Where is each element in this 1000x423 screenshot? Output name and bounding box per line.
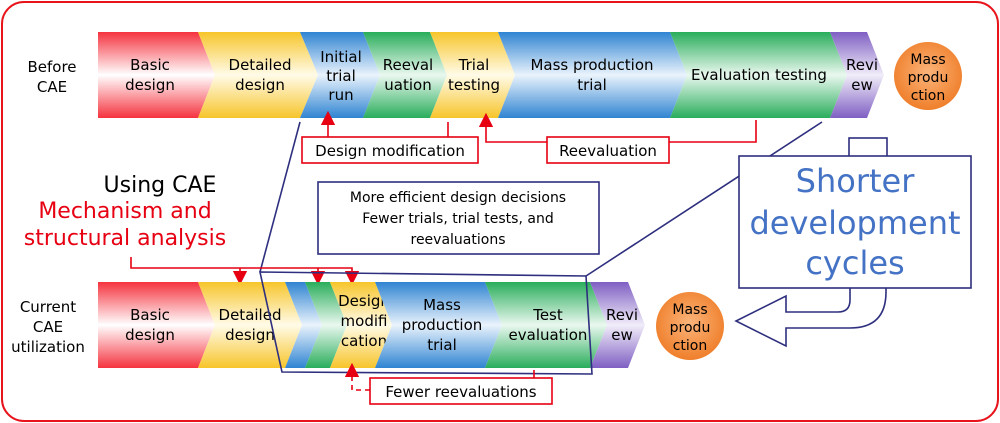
current-row-label: Current CAE utilization — [11, 298, 85, 356]
current-stage-design-modification: Design modifi cation — [330, 282, 392, 368]
svg-text:reevaluations: reevaluations — [411, 232, 506, 248]
svg-text:design: design — [225, 326, 275, 344]
svg-text:Mass production: Mass production — [530, 56, 653, 74]
svg-text:Evaluation testing: Evaluation testing — [691, 66, 827, 84]
before-stage-mass-production-trial: Mass production trial — [498, 32, 687, 118]
before-row-label: Before CAE — [27, 58, 76, 96]
svg-text:Design: Design — [338, 292, 390, 310]
svg-text:Reeval: Reeval — [383, 56, 433, 74]
svg-text:Revi: Revi — [846, 56, 878, 74]
svg-text:Mass: Mass — [423, 296, 461, 314]
analysis-line-1: Mechanism and — [38, 199, 211, 224]
svg-text:Design modification: Design modification — [315, 142, 465, 160]
funnel-lines — [259, 121, 823, 277]
svg-text:More efficient design decision: More efficient design decisions — [350, 190, 566, 206]
svg-text:Reevaluation: Reevaluation — [559, 142, 657, 160]
svg-text:ction: ction — [911, 88, 946, 104]
before-label-line-1: Before — [27, 58, 76, 76]
before-stage-basic-design: Basic design — [98, 32, 215, 118]
svg-text:CAE: CAE — [33, 318, 63, 336]
svg-text:Revi: Revi — [606, 306, 638, 324]
svg-text:development: development — [749, 204, 960, 242]
current-process-arrows: Basic design Detailed design Design modi… — [98, 282, 645, 368]
svg-text:Detailed: Detailed — [229, 56, 292, 74]
current-stage-short-trial — [285, 282, 322, 368]
fewer-reevaluations-callout: Fewer reevaluations — [369, 377, 553, 405]
efficient-design-box: More efficient design decisions Fewer tr… — [317, 181, 600, 255]
svg-text:Basic: Basic — [130, 56, 170, 74]
current-stage-basic-design: Basic design — [98, 282, 215, 368]
svg-text:cation: cation — [341, 332, 387, 350]
before-stage-detailed-design: Detailed design — [198, 32, 318, 118]
svg-text:modifi: modifi — [341, 312, 388, 330]
svg-text:Mass: Mass — [910, 52, 945, 68]
svg-text:ew: ew — [611, 326, 633, 344]
svg-text:design: design — [235, 76, 285, 94]
u-turn-arrow — [734, 268, 887, 348]
svg-text:uation: uation — [384, 76, 431, 94]
before-stage-reevaluation: Reeval uation — [363, 32, 447, 118]
svg-text:Fewer reevaluations: Fewer reevaluations — [385, 383, 536, 401]
before-stage-trial-testing: Trial testing — [430, 32, 515, 118]
current-stage-short-reevaluation — [305, 282, 347, 368]
design-modification-callout: Design modification — [301, 136, 479, 164]
svg-text:Mass: Mass — [672, 302, 707, 318]
svg-text:produ: produ — [670, 320, 711, 336]
svg-text:production: production — [402, 316, 483, 334]
svg-text:trial: trial — [326, 67, 356, 85]
svg-text:Initial: Initial — [320, 48, 362, 66]
analysis-line-2: structural analysis — [24, 226, 226, 251]
svg-text:Trial: Trial — [458, 56, 490, 74]
before-process-arrows: Basic design Detailed design Initial tri… — [98, 32, 884, 118]
before-mass-production-circle: Mass produ ction — [894, 42, 962, 110]
svg-text:produ: produ — [908, 70, 949, 86]
svg-text:cycles: cycles — [805, 244, 904, 282]
current-stage-test-evaluation: Test evaluation — [485, 282, 607, 368]
svg-text:utilization: utilization — [11, 338, 85, 356]
current-mass-production-circle: Mass produ ction — [656, 292, 724, 360]
svg-text:trial: trial — [427, 336, 457, 354]
svg-text:ction: ction — [673, 338, 708, 354]
svg-text:design: design — [125, 76, 175, 94]
svg-text:testing: testing — [448, 76, 500, 94]
before-stage-review: Revi ew — [830, 32, 884, 118]
svg-text:Detailed: Detailed — [219, 306, 282, 324]
shorter-cycles-callout: Shorter development cycles — [734, 137, 972, 348]
svg-text:ew: ew — [851, 76, 873, 94]
svg-text:run: run — [328, 86, 353, 104]
reevaluation-callout: Reevaluation — [546, 136, 670, 164]
svg-text:Shorter: Shorter — [796, 162, 916, 200]
svg-text:Current: Current — [20, 298, 76, 316]
before-stage-evaluation-testing: Evaluation testing — [670, 32, 847, 118]
before-label-line-2: CAE — [37, 78, 67, 96]
svg-text:evaluation: evaluation — [509, 326, 588, 344]
svg-text:Basic: Basic — [130, 306, 170, 324]
before-stage-initial-trial-run: Initial trial run — [300, 32, 380, 118]
svg-text:Test: Test — [532, 306, 563, 324]
compressed-section-outline — [259, 271, 593, 375]
svg-text:design: design — [125, 326, 175, 344]
using-cae-text: Using CAE — [104, 173, 217, 198]
current-stage-review: Revi ew — [590, 282, 645, 368]
svg-text:trial: trial — [577, 76, 607, 94]
svg-text:Fewer trials, trial tests, and: Fewer trials, trial tests, and — [362, 211, 553, 227]
current-stage-mass-production-trial: Mass production trial — [375, 282, 502, 368]
